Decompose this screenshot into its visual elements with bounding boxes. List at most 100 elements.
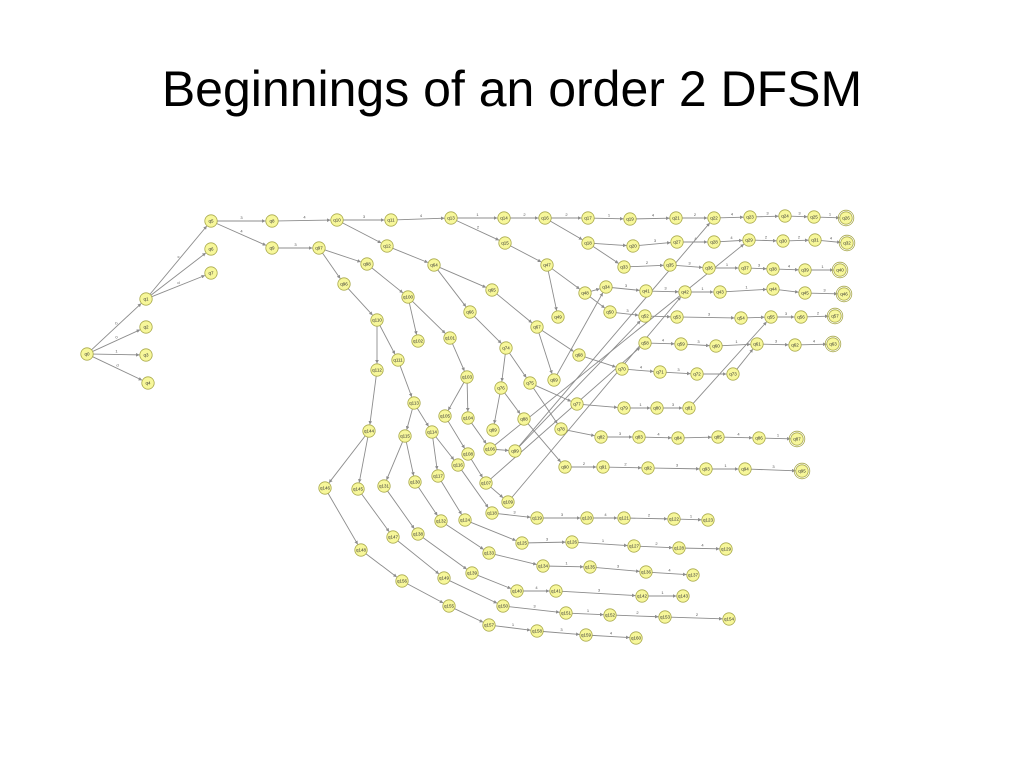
state-label: q6	[208, 246, 214, 251]
edge-q20-q27	[639, 241, 671, 246]
edge-q33-q35	[630, 263, 664, 268]
state-circle	[742, 233, 756, 247]
edge-label: 3	[785, 311, 788, 316]
state-circle	[496, 599, 510, 613]
edge-q1-q7	[151, 275, 206, 298]
state-circle	[425, 425, 439, 439]
state-circle	[583, 560, 597, 574]
state-label: q116	[453, 462, 463, 467]
state-circle	[713, 285, 727, 299]
state-circle	[795, 464, 809, 478]
state-label: q101	[445, 335, 456, 340]
state-circle	[540, 258, 554, 272]
edge-q31-q32	[821, 240, 841, 244]
state-label: q54	[737, 315, 745, 320]
edge-label: 1	[690, 514, 693, 519]
state-circle	[362, 424, 376, 438]
state-label: q14	[500, 215, 508, 220]
state-circle	[486, 423, 500, 437]
state-node-q70: q70	[615, 362, 629, 376]
state-label: q23	[746, 214, 754, 219]
state-circle	[499, 341, 513, 355]
edge-label: 1	[565, 561, 568, 566]
edge-q28-q29	[720, 238, 743, 243]
state-label: q139	[467, 570, 478, 575]
edge-label: 3	[676, 463, 679, 468]
state-node-q95: q95	[793, 462, 811, 480]
state-label: q67	[533, 324, 541, 329]
state-node-q84: q84	[671, 431, 685, 445]
edge-q25-q26	[820, 215, 840, 220]
state-node-q44: q44	[766, 282, 780, 296]
final-state-ring	[831, 261, 849, 279]
state-circle	[377, 479, 391, 493]
edge-label: 4	[610, 631, 613, 636]
state-circle	[360, 257, 374, 271]
edge-q128-q129	[685, 546, 720, 551]
state-label: q121	[619, 515, 630, 520]
edge-label: 4	[535, 585, 538, 590]
state-node-q92: q92	[641, 461, 655, 475]
edge-q83-q84	[645, 435, 672, 440]
edge-q76-q88	[504, 392, 521, 414]
edge-q122-q123	[680, 517, 702, 522]
state-circle	[498, 236, 512, 250]
state-circle	[653, 365, 667, 379]
state-circle	[581, 236, 595, 250]
edge-label: 4	[731, 212, 734, 217]
state-circle	[623, 212, 637, 226]
state-circle	[629, 631, 643, 645]
edge-label: 3	[561, 512, 564, 517]
state-node-q37: q37	[738, 261, 752, 275]
state-node-q97: q97	[312, 241, 326, 255]
state-node-q143: q143	[676, 589, 690, 603]
state-label: q112	[372, 367, 382, 372]
edge-q139-q140	[477, 574, 512, 589]
state-node-q110: q110	[370, 313, 384, 327]
edge-q16-q18	[550, 220, 583, 241]
edge-q130-q132	[418, 486, 438, 516]
state-label: q97	[315, 245, 323, 250]
state-node-q159: q159	[579, 628, 593, 642]
edge-q132-q133	[445, 524, 484, 550]
state-node-q140: q140	[510, 584, 524, 598]
state-label: q7	[208, 270, 214, 275]
edge-q1-q6	[150, 252, 206, 296]
state-circle	[384, 213, 398, 227]
state-circle	[699, 462, 713, 476]
state-label: q133	[484, 550, 495, 555]
state-label: q15	[501, 240, 509, 245]
state-label: q9	[269, 245, 275, 250]
edge-q156-q155	[407, 583, 444, 604]
state-node-q3: q3	[139, 348, 153, 362]
edge-q74-q75	[509, 352, 527, 378]
edge-label: 3	[766, 211, 769, 216]
state-node-q136: q136	[639, 565, 653, 579]
edge-q98-q100	[371, 267, 404, 294]
state-label: q49	[554, 314, 562, 319]
state-label: q80	[653, 405, 661, 410]
state-node-q22: q22	[707, 211, 721, 225]
state-circle	[650, 401, 664, 415]
edge-q22-q23	[720, 215, 744, 220]
state-circle	[434, 514, 448, 528]
state-node-q64: q64	[427, 258, 441, 272]
final-state-ring	[835, 285, 853, 303]
state-node-q16: q16	[538, 211, 552, 225]
state-label: q105	[440, 413, 451, 418]
edge-q151-q152	[572, 612, 604, 617]
state-label: q104	[463, 415, 474, 420]
state-circle	[778, 209, 792, 223]
state-node-q14: q14	[497, 211, 511, 225]
state-node-q50: q50	[603, 305, 617, 319]
edge-q107-q109	[490, 486, 504, 498]
state-circle	[530, 624, 544, 638]
edge-q146-q148	[327, 493, 359, 545]
state-circle	[719, 542, 733, 556]
state-label: q57	[831, 313, 839, 318]
edge-q64-q65	[439, 267, 487, 288]
state-node-q1: q1	[139, 292, 153, 306]
edge-q10-q12	[342, 222, 382, 244]
state-node-q34: q34	[599, 280, 613, 294]
